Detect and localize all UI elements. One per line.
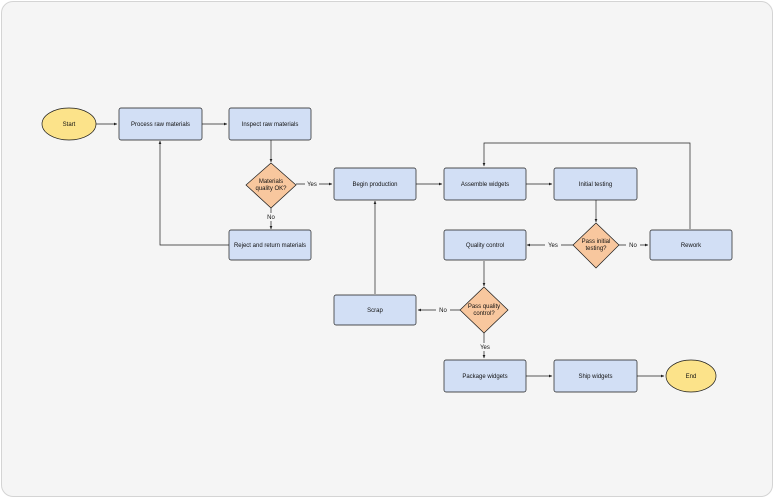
quality-control-label: Quality control: [466, 243, 504, 249]
assemble-widgets-label: Assemble widgets: [461, 182, 509, 188]
nodes: Start Process raw materials Inspect raw …: [41, 107, 733, 393]
edge-label-initial-yes: Yes: [548, 243, 558, 249]
scrap-node[interactable]: Scrap: [333, 294, 417, 326]
ship-widgets-node[interactable]: Ship widgets: [553, 359, 638, 393]
pass-initial-label-line1: Pass initial: [582, 239, 611, 245]
begin-production-node[interactable]: Begin production: [333, 167, 417, 201]
pass-quality-control-decision[interactable]: Pass quality control?: [459, 286, 509, 334]
ship-widgets-label: Ship widgets: [578, 374, 612, 380]
edge-reject-to-process: [158, 140, 229, 246]
materials-quality-label-line1: Materials: [259, 179, 283, 185]
inspect-raw-materials-node[interactable]: Inspect raw materials: [228, 107, 312, 141]
scrap-label: Scrap: [367, 308, 383, 314]
pass-initial-label-line2: testing?: [585, 246, 607, 252]
pass-initial-testing-decision[interactable]: Pass initial testing?: [572, 222, 620, 269]
edge-labels: Yes No Yes No No Yes: [264, 180, 640, 351]
quality-control-node[interactable]: Quality control: [443, 229, 527, 261]
materials-quality-label-line2: quality OK?: [255, 186, 287, 192]
pass-qc-label-line2: control?: [473, 311, 495, 317]
start-node[interactable]: Start: [41, 107, 97, 141]
pass-qc-label-line1: Pass quality: [468, 304, 500, 310]
end-node[interactable]: End: [665, 359, 717, 393]
begin-production-label: Begin production: [352, 182, 397, 188]
rework-label: Rework: [681, 243, 702, 249]
reject-return-materials-node[interactable]: Reject and return materials: [228, 229, 312, 261]
edge-label-materials-no: No: [267, 215, 275, 221]
reject-return-materials-label: Reject and return materials: [234, 243, 306, 249]
edge-label-materials-yes: Yes: [307, 182, 317, 188]
end-label: End: [686, 374, 697, 380]
inspect-raw-materials-label: Inspect raw materials: [242, 122, 299, 128]
process-raw-materials-label: Process raw materials: [131, 122, 190, 128]
package-widgets-label: Package widgets: [462, 374, 507, 380]
initial-testing-label: Initial testing: [579, 182, 612, 188]
edge-label-initial-no: No: [629, 243, 637, 249]
edge-label-qc-yes: Yes: [480, 345, 490, 351]
assemble-widgets-node[interactable]: Assemble widgets: [443, 167, 527, 201]
materials-quality-decision[interactable]: Materials quality OK?: [245, 162, 297, 209]
start-label: Start: [63, 122, 76, 128]
package-widgets-node[interactable]: Package widgets: [443, 359, 527, 393]
edge-label-qc-no: No: [439, 308, 447, 314]
edge-rework-to-assemble: [482, 142, 691, 229]
initial-testing-node[interactable]: Initial testing: [553, 167, 638, 201]
process-raw-materials-node[interactable]: Process raw materials: [118, 107, 203, 141]
rework-node[interactable]: Rework: [649, 229, 733, 261]
